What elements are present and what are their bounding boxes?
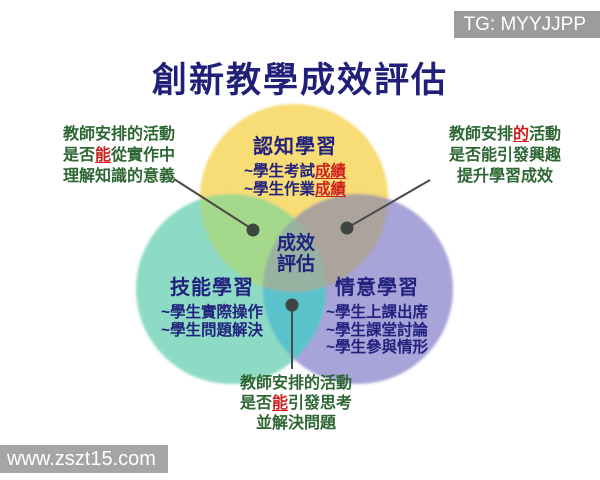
page-title: 創新教學成效評估 [151, 61, 448, 100]
circle-title-affective: 情意學習 [335, 277, 419, 299]
annotation-bottom: 教師安排的活動 是否能引發思考 並解決問題 [206, 374, 386, 434]
connector-line-left [173, 178, 253, 230]
watermark: www.zszt15.com [0, 445, 168, 473]
circle-title-cognitive: 認知學習 [253, 136, 337, 158]
label-affective: 情意學習 ~學生上課出席 ~學生課堂討論 ~學生參與情形 [298, 271, 456, 357]
label-cognitive: 認知學習 ~學生考試成績 ~學生作業成績 [215, 130, 375, 198]
venn-item: ~學生參與情形 [325, 339, 429, 356]
connector-dot-right [340, 221, 354, 235]
venn-item: ~學生上課出席 [325, 304, 429, 321]
annotation-line: 是否能引發思考 [239, 395, 353, 412]
venn-item: ~學生課堂討論 [325, 321, 429, 339]
venn-item: ~學生實際操作 [160, 304, 264, 321]
label-skill: 技能學習 ~學生實際操作 ~學生問題解決 [134, 271, 290, 339]
center-label-line: 成效 [276, 233, 315, 254]
annotation-right: 教師安排的活動 是否能引發興趣 提升學習成效 [424, 124, 586, 187]
telegram-badge: TG: MYYJJPP [453, 11, 600, 38]
annotation-line: 提升學習成效 [456, 168, 553, 185]
circle-title-skill: 技能學習 [170, 277, 254, 299]
annotation-line: 教師安排的活動 [448, 126, 562, 143]
connector-line-right [346, 179, 431, 229]
annotation-line: 並解決問題 [255, 415, 336, 432]
annotation-line: 是否能引發興趣 [448, 147, 561, 164]
annotation-line: 教師安排的活動 [62, 126, 175, 143]
connector-dot-bottom [285, 298, 299, 312]
annotation-line: 理解知識的意義 [62, 168, 175, 185]
annotation-line: 教師安排的活動 [239, 375, 352, 392]
venn-item: ~學生考試成績 [243, 163, 347, 180]
venn-item: ~學生問題解決 [160, 321, 264, 339]
annotation-left: 教師安排的活動 是否能從實作中 理解知識的意義 [30, 124, 208, 187]
annotation-line: 是否能從實作中 [62, 147, 176, 164]
venn-item: ~學生作業成績 [243, 180, 347, 198]
connector-dot-left [246, 223, 260, 237]
center-label-line: 評估 [276, 254, 315, 275]
venn-center-label: 成效 評估 [266, 233, 326, 275]
